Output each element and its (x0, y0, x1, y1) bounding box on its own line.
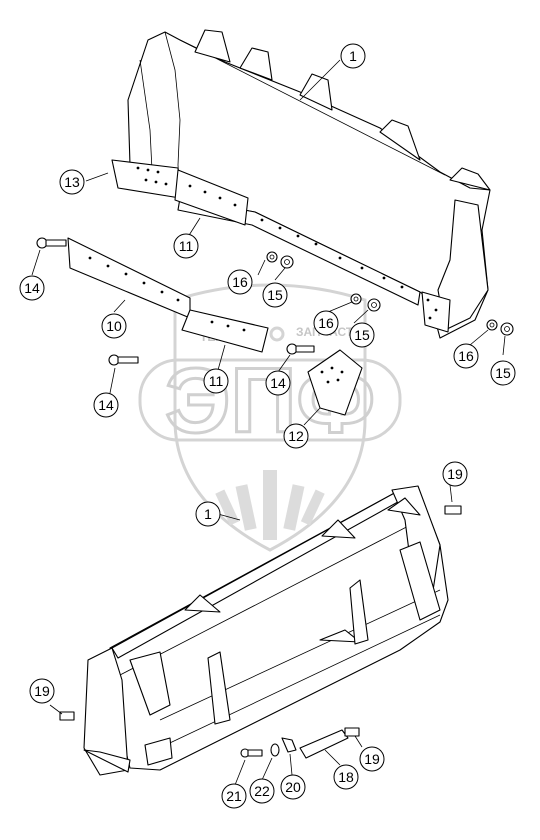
svg-text:13: 13 (64, 174, 80, 190)
watermark-wheat-icon (215, 470, 325, 540)
blade-mid-line (159, 589, 441, 721)
blade-assembly-lower (83, 485, 449, 776)
blade-edge-line (139, 59, 153, 171)
blade-rib (239, 47, 273, 81)
svg-text:1: 1 (204, 506, 212, 522)
callout-22: 22 (249, 778, 275, 804)
blade-rib (379, 119, 421, 161)
lower-lug (144, 737, 173, 766)
svg-text:11: 11 (209, 373, 224, 389)
watermark-gear-icon (269, 326, 285, 342)
callout-11: 11 (173, 233, 199, 259)
right-end-bit (437, 199, 489, 331)
grease-fitting-19-icon (444, 505, 462, 515)
callout-18: 18 (333, 764, 359, 790)
bolt-14-icon (36, 237, 67, 249)
svg-text:20: 20 (285, 779, 301, 795)
washer-16-icon (350, 293, 362, 305)
svg-text:11: 11 (179, 238, 194, 254)
callout-14: 14 (265, 370, 291, 396)
nut-15-icon (280, 255, 294, 269)
bolt-21-icon (240, 748, 263, 758)
blade-rib (194, 29, 231, 63)
svg-text:19: 19 (364, 751, 380, 767)
svg-text:22: 22 (254, 783, 270, 799)
gusset (321, 519, 356, 539)
washer-16-icon (486, 319, 498, 331)
callout-19: 19 (359, 746, 385, 772)
corner-bit-12 (307, 349, 363, 416)
blade-rib (449, 167, 491, 191)
left-end-skid (83, 749, 131, 773)
callout-12: 12 (283, 423, 309, 449)
watermark-pill (138, 358, 402, 442)
svg-text:19: 19 (34, 683, 50, 699)
callout-19: 19 (29, 678, 55, 704)
hole-pattern-upper (136, 166, 438, 320)
washer-22-icon (270, 743, 280, 757)
svg-text:16: 16 (458, 348, 474, 364)
gusset (319, 629, 361, 643)
nut-15-icon (500, 322, 514, 336)
svg-text:14: 14 (24, 280, 40, 296)
holes-corner-bit-12 (320, 366, 344, 384)
callout-20: 20 (280, 774, 306, 800)
pin-bracket-right (399, 541, 441, 621)
pin-bracket-left (129, 651, 171, 716)
cutting-edge-10 (67, 237, 191, 319)
svg-text:14: 14 (270, 375, 286, 391)
cutting-edge-segment-11-upper (174, 169, 249, 226)
holes-cutting-edge-11-lower (210, 320, 246, 332)
svg-text:19: 19 (447, 466, 463, 482)
cutting-edge-11-lower (181, 309, 269, 353)
callout-1: 1 (195, 501, 221, 527)
svg-text:15: 15 (267, 287, 283, 303)
leader-lines (31, 59, 506, 786)
callout-13: 13 (59, 169, 85, 195)
gusset (387, 497, 421, 516)
right-corner-plate (421, 291, 451, 333)
svg-text:16: 16 (318, 315, 334, 331)
callout-15: 15 (349, 322, 375, 348)
pin-bracket (207, 651, 231, 725)
blade-top-line (119, 519, 421, 676)
svg-text:21: 21 (226, 788, 242, 804)
pin-20-icon (281, 737, 297, 753)
bolt-14-icon (108, 354, 139, 366)
callout-21: 21 (221, 783, 247, 809)
svg-text:18: 18 (338, 769, 354, 785)
svg-text:10: 10 (106, 318, 122, 334)
callout-16: 16 (453, 343, 479, 369)
holes-cutting-edge-10 (88, 256, 180, 302)
nut-15-icon (367, 298, 381, 312)
svg-text:15: 15 (495, 365, 511, 381)
washer-16-icon (266, 251, 278, 263)
svg-text:12: 12 (288, 428, 304, 444)
grease-fitting-19-icon (344, 727, 360, 737)
callout-16: 16 (313, 310, 339, 336)
svg-text:15: 15 (354, 327, 370, 343)
callout-15: 15 (490, 360, 516, 386)
gusset (184, 594, 221, 613)
blade-top-edge (179, 39, 446, 176)
svg-text:14: 14 (98, 397, 114, 413)
bolt-14-icon (286, 343, 315, 355)
callout-19: 19 (442, 461, 468, 487)
callout-14: 14 (19, 275, 45, 301)
callout-1: 1 (340, 43, 366, 69)
pin-18-icon (299, 729, 349, 759)
callout-16: 16 (227, 269, 253, 295)
callout-14: 14 (93, 392, 119, 418)
callout-10: 10 (101, 313, 127, 339)
pin-bracket (349, 579, 369, 645)
grease-fitting-19-icon (59, 711, 75, 721)
blade-rib (299, 73, 333, 111)
svg-text:1: 1 (349, 48, 357, 64)
callout-15: 15 (262, 282, 288, 308)
blade-bottom-line (154, 614, 441, 751)
svg-text:16: 16 (232, 274, 248, 290)
callout-11: 11 (203, 368, 229, 394)
